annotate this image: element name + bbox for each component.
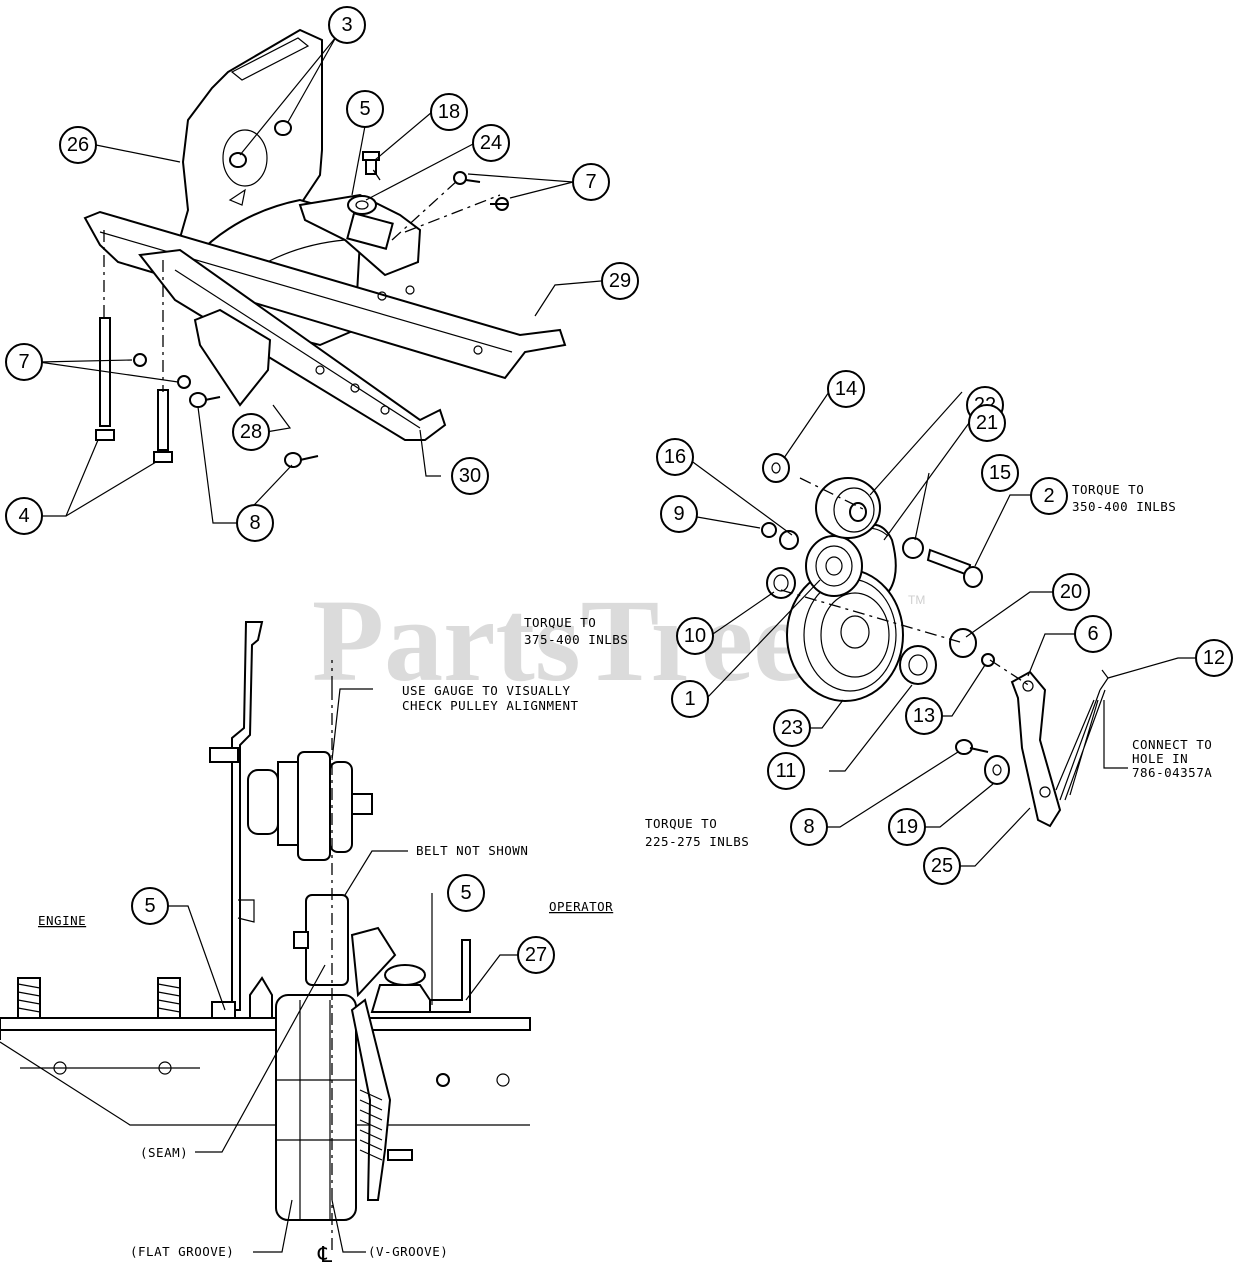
connect-note-line3: 786-04357A: [1132, 765, 1212, 780]
connect-note-line2: HOLE IN: [1132, 751, 1188, 766]
flat-groove-label: (FLAT GROOVE): [130, 1244, 234, 1259]
callout-30[interactable]: 30: [451, 457, 489, 495]
torque-note-pulley-line1: TORQUE TO: [524, 615, 596, 630]
callout-27[interactable]: 27: [517, 936, 555, 974]
callout-20[interactable]: 20: [1052, 573, 1090, 611]
watermark: PartsTree: [312, 575, 806, 706]
svg-text:5: 5: [359, 98, 370, 120]
svg-text:23: 23: [781, 717, 803, 739]
svg-text:8: 8: [249, 512, 260, 534]
callout-2[interactable]: 2: [1030, 477, 1068, 515]
svg-text:20: 20: [1060, 581, 1082, 603]
svg-text:27: 27: [525, 944, 547, 966]
svg-text:24: 24: [480, 132, 502, 154]
callout-21[interactable]: 21: [968, 404, 1006, 442]
callout-19[interactable]: 19: [888, 808, 926, 846]
engine-label: ENGINE: [38, 913, 86, 928]
callout-7-top[interactable]: 7: [572, 163, 610, 201]
callout-11[interactable]: 11: [767, 752, 805, 790]
svg-text:28: 28: [240, 421, 262, 443]
callout-6[interactable]: 6: [1074, 615, 1112, 653]
callout-26[interactable]: 26: [59, 126, 97, 164]
svg-text:5: 5: [460, 882, 471, 904]
connect-note-line1: CONNECT TO: [1132, 737, 1212, 752]
belt-not-shown-note: BELT NOT SHOWN: [416, 843, 528, 858]
svg-text:26: 26: [67, 134, 89, 156]
torque-note-bolt8-line2: 225-275 INLBS: [645, 834, 749, 849]
svg-text:1: 1: [684, 688, 695, 710]
callout-5-right[interactable]: 5: [447, 874, 485, 912]
svg-text:10: 10: [684, 625, 706, 647]
callout-9[interactable]: 9: [660, 495, 698, 533]
torque-note-bolt2-line2: 350-400 INLBS: [1072, 499, 1176, 514]
callout-14[interactable]: 14: [827, 370, 865, 408]
callout-24[interactable]: 24: [472, 124, 510, 162]
svg-text:29: 29: [609, 270, 631, 292]
top-left-assembly: [83, 28, 567, 468]
callout-4[interactable]: 4: [5, 497, 43, 535]
seam-label: (SEAM): [140, 1145, 188, 1160]
svg-text:5: 5: [144, 895, 155, 917]
gauge-note-line2: CHECK PULLEY ALIGNMENT: [402, 698, 579, 713]
svg-text:21: 21: [976, 412, 998, 434]
v-groove-label: (V-GROOVE): [368, 1244, 448, 1259]
callout-25[interactable]: 25: [923, 847, 961, 885]
callout-10[interactable]: 10: [676, 617, 714, 655]
notes: TORQUE TO 350-400 INLBS TORQUE TO 375-40…: [38, 482, 1212, 1268]
callouts: 3 5 18 24 26 7 29 7 4 28 8 30 14 22 21 1…: [5, 6, 1233, 974]
torque-note-bolt8-line1: TORQUE TO: [645, 816, 717, 831]
callout-16[interactable]: 16: [656, 438, 694, 476]
svg-text:18: 18: [438, 101, 460, 123]
operator-label: OPERATOR: [549, 899, 613, 914]
svg-text:14: 14: [835, 378, 857, 400]
callout-1[interactable]: 1: [671, 680, 709, 718]
svg-text:13: 13: [913, 705, 935, 727]
callout-7-left[interactable]: 7: [5, 343, 43, 381]
svg-text:16: 16: [664, 446, 686, 468]
torque-note-bolt2-line1: TORQUE TO: [1072, 482, 1144, 497]
callout-23[interactable]: 23: [773, 709, 811, 747]
torque-note-pulley-line2: 375-400 INLBS: [524, 632, 628, 647]
callout-8-top[interactable]: 8: [236, 504, 274, 542]
callout-5-left[interactable]: 5: [131, 887, 169, 925]
svg-text:2: 2: [1043, 485, 1054, 507]
callout-12[interactable]: 12: [1195, 639, 1233, 677]
callout-15[interactable]: 15: [981, 454, 1019, 492]
pulley-exploded-assembly: [761, 453, 1109, 828]
svg-text:7: 7: [585, 171, 596, 193]
callout-18[interactable]: 18: [430, 93, 468, 131]
svg-text:12: 12: [1203, 647, 1225, 669]
side-view-assembly: [0, 621, 531, 1250]
svg-text:7: 7: [18, 351, 29, 373]
svg-text:11: 11: [776, 760, 797, 782]
svg-text:8: 8: [803, 816, 814, 838]
svg-text:25: 25: [931, 855, 953, 877]
watermark-trademark: TM: [908, 593, 925, 607]
svg-text:4: 4: [18, 505, 29, 527]
svg-text:19: 19: [896, 816, 918, 838]
callout-3[interactable]: 3: [328, 6, 366, 44]
svg-text:30: 30: [459, 465, 481, 487]
svg-text:3: 3: [341, 14, 352, 36]
callout-28[interactable]: 28: [232, 413, 270, 451]
centerline-symbol: ℄: [317, 1243, 333, 1268]
callout-5-top[interactable]: 5: [346, 90, 384, 128]
svg-text:15: 15: [989, 462, 1011, 484]
callout-13[interactable]: 13: [905, 697, 943, 735]
svg-text:6: 6: [1087, 623, 1098, 645]
callout-29[interactable]: 29: [601, 262, 639, 300]
svg-text:9: 9: [673, 503, 684, 525]
gauge-note-line1: USE GAUGE TO VISUALLY: [402, 683, 571, 698]
callout-8-right[interactable]: 8: [790, 808, 828, 846]
